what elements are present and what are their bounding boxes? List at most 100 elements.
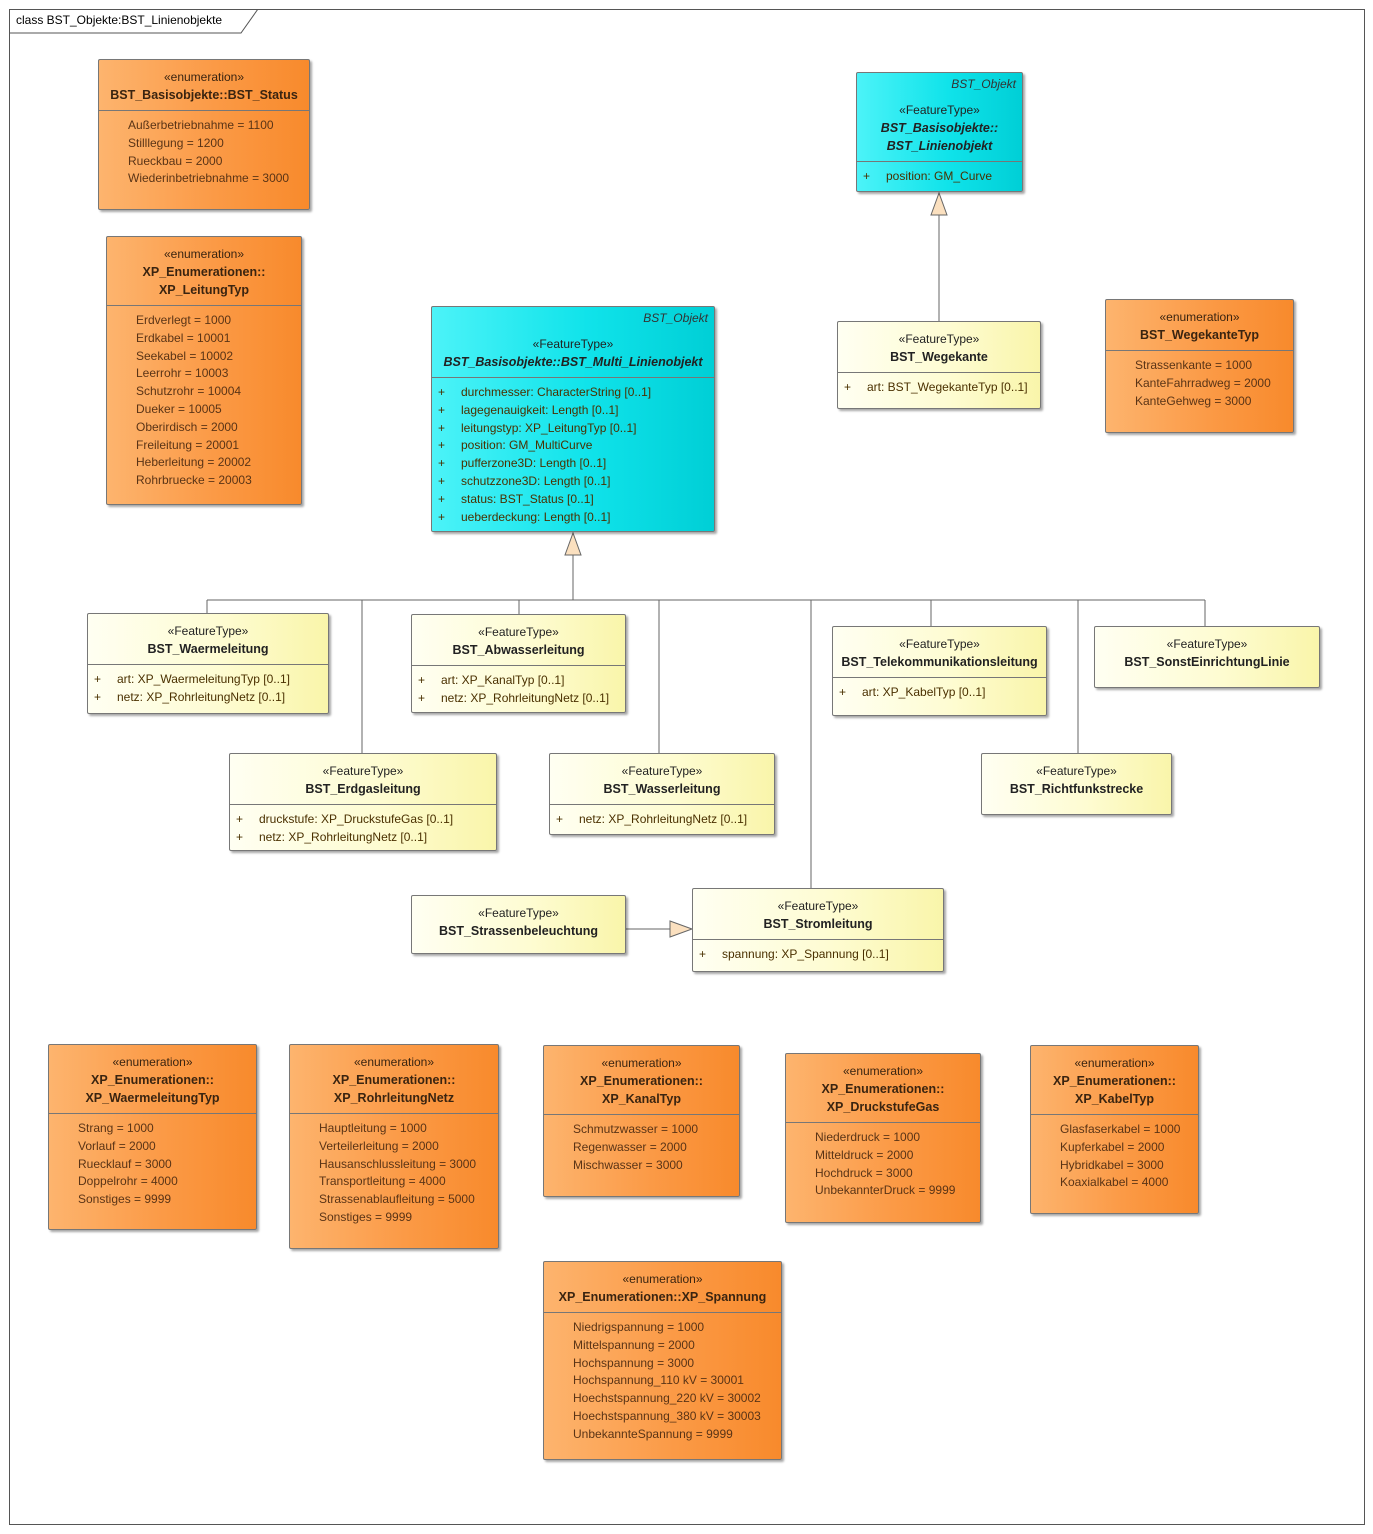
stereotype-label: «enumeration»: [112, 1055, 193, 1069]
stereotype-label: «FeatureType»: [621, 764, 703, 778]
class-header: «enumeration» XP_Enumerationen:: XP_Leit…: [107, 237, 301, 305]
class-name: BST_Richtfunkstrecke: [1009, 782, 1144, 796]
attribute-row: +spannung: XP_Spannung [0..1]: [693, 946, 943, 964]
class-name: XP_Enumerationen::: [332, 1073, 456, 1087]
class-bst-linienobjekt[interactable]: BST_Objekt «FeatureType» BST_Basisobjekt…: [856, 72, 1023, 192]
class-name: XP_Enumerationen::: [142, 265, 266, 279]
attribute-compartment: Strang = 1000 Vorlauf = 2000 Ruecklauf =…: [49, 1113, 256, 1215]
attribute-compartment: Schmutzwasser = 1000 Regenwasser = 2000 …: [544, 1114, 739, 1180]
class-header: BST_Objekt «FeatureType» BST_Basisobjekt…: [857, 73, 1022, 161]
class-bst-wegekante[interactable]: «FeatureType» BST_Wegekante +art: BST_We…: [837, 321, 1041, 409]
enum-literal: KanteFahrradweg = 2000: [1135, 375, 1271, 390]
stereotype-label: «FeatureType»: [532, 337, 614, 351]
enum-literal: Sonstiges = 9999: [78, 1192, 172, 1207]
attribute-row: +netz: XP_RohrleitungNetz [0..1]: [230, 829, 496, 847]
tagged-value: BST_Objekt: [951, 77, 1016, 91]
class-header: «FeatureType» BST_Waermeleitung: [88, 614, 328, 664]
class-bst-abwasserleitung[interactable]: «FeatureType» BST_Abwasserleitung +art: …: [411, 614, 626, 713]
class-name: BST_WegekanteTyp: [1139, 328, 1259, 342]
generalization-arrowhead-stromleitung: [669, 920, 694, 938]
enum-literal: Erdverlegt = 1000: [136, 313, 232, 327]
class-name: BST_Linienobjekt: [886, 139, 993, 153]
attribute-compartment: Strassenkante = 1000 KanteFahrradweg = 2…: [1106, 350, 1293, 416]
enum-literal: Hauptleitung = 1000: [319, 1121, 427, 1135]
attribute-row: +netz: XP_RohrleitungNetz [0..1]: [88, 689, 328, 707]
attribute-text: pufferzone3D: Length [0..1]: [461, 456, 607, 471]
generalization-arrowhead-linienobjekt: [930, 191, 948, 216]
stereotype-label: «enumeration»: [842, 1064, 924, 1078]
class-name: BST_Basisobjekte::: [880, 121, 999, 135]
class-name: XP_KanalTyp: [602, 1092, 681, 1106]
enum-literal: Glasfaserkabel = 1000: [1060, 1122, 1181, 1136]
class-name: XP_Enumerationen::: [580, 1074, 703, 1088]
attribute-text: netz: XP_RohrleitungNetz [0..1]: [441, 690, 610, 705]
class-xp-spannung[interactable]: «enumeration» XP_Enumerationen::XP_Spann…: [543, 1261, 782, 1460]
class-bst-status[interactable]: «enumeration» BST_Basisobjekte::BST_Stat…: [98, 59, 310, 210]
class-xp-leitungtyp[interactable]: «enumeration» XP_Enumerationen:: XP_Leit…: [106, 236, 302, 505]
enum-literal: Erdkabel = 10001: [136, 330, 231, 345]
visibility-marker: +: [438, 438, 446, 453]
enum-literal: Mittelspannung = 2000: [573, 1337, 695, 1352]
enum-literal: Schutzrohr = 10004: [136, 384, 242, 399]
enum-literal: Hochdruck = 3000: [815, 1165, 913, 1180]
attribute-row: +art: XP_WaermeleitungTyp [0..1]: [88, 671, 328, 689]
class-name: BST_Basisobjekte::BST_Status: [110, 88, 298, 102]
attribute-compartment: +spannung: XP_Spannung [0..1]: [693, 939, 943, 970]
attribute-text: spannung: XP_Spannung [0..1]: [722, 947, 889, 961]
class-xp-kanaltyp[interactable]: «enumeration» XP_Enumerationen:: XP_Kana…: [543, 1045, 740, 1197]
class-bst-multi-linienobjekt[interactable]: BST_Objekt «FeatureType» BST_Basisobjekt…: [431, 306, 715, 532]
enum-literal: Hoechstspannung_380 kV = 30003: [573, 1408, 761, 1423]
attribute-compartment: +art: XP_WaermeleitungTyp [0..1] +netz: …: [88, 664, 328, 713]
class-name: XP_WaermeleitungTyp: [85, 1091, 220, 1105]
class-bst-wasserleitung[interactable]: «FeatureType» BST_Wasserleitung +netz: X…: [549, 753, 775, 835]
enum-literal: Regenwasser = 2000: [573, 1139, 687, 1154]
class-name: BST_Wasserleitung: [603, 782, 721, 796]
class-xp-kabeltyp[interactable]: «enumeration» XP_Enumerationen:: XP_Kabe…: [1030, 1045, 1199, 1214]
attribute-compartment: Hauptleitung = 1000 Verteilerleitung = 2…: [290, 1113, 498, 1233]
diagram-title: class BST_Objekte:BST_Linienobjekte: [16, 13, 223, 27]
class-xp-waermeleitungtyp[interactable]: «enumeration» XP_Enumerationen:: XP_Waer…: [48, 1044, 257, 1230]
class-bst-richtfunkstrecke[interactable]: «FeatureType» BST_Richtfunkstrecke: [981, 753, 1172, 815]
enum-literal: Wiederinbetriebnahme = 3000: [128, 171, 290, 186]
attribute-compartment: +art: XP_KabelTyp [0..1]: [833, 677, 1046, 708]
class-bst-stromleitung[interactable]: «FeatureType» BST_Stromleitung +spannung…: [692, 888, 944, 972]
visibility-marker: +: [438, 420, 446, 435]
class-bst-strassenbeleuchtung[interactable]: «FeatureType» BST_Strassenbeleuchtung: [411, 895, 626, 954]
class-bst-wegekantetyp[interactable]: «enumeration» BST_WegekanteTyp Strassenk…: [1105, 299, 1294, 433]
class-name: BST_Erdgasleitung: [305, 782, 421, 796]
stereotype-label: «enumeration»: [601, 1056, 682, 1070]
class-bst-waermeleitung[interactable]: «FeatureType» BST_Waermeleitung +art: XP…: [87, 613, 329, 714]
class-header: BST_Objekt «FeatureType» BST_Basisobjekt…: [432, 307, 714, 377]
class-header: «enumeration» XP_Enumerationen:: XP_Rohr…: [290, 1045, 498, 1113]
enum-literal: UnbekannterDruck = 9999: [815, 1183, 956, 1198]
attribute-text: lagegenauigkeit: Length [0..1]: [461, 402, 619, 417]
class-bst-sonsteinrichtunglinie[interactable]: «FeatureType» BST_SonstEinrichtungLinie: [1094, 626, 1320, 688]
enum-literal: Transportleitung = 4000: [319, 1174, 446, 1189]
visibility-marker: +: [438, 491, 446, 506]
stereotype-label: «enumeration»: [1074, 1056, 1155, 1070]
generalization-arrowhead-multi-linienobjekt: [564, 531, 582, 556]
enum-literal: Sonstiges = 9999: [319, 1209, 413, 1224]
class-xp-druckstufegas[interactable]: «enumeration» XP_Enumerationen:: XP_Druc…: [785, 1053, 981, 1223]
stereotype-label: «FeatureType»: [478, 906, 559, 920]
enum-literal: Heberleitung = 20002: [136, 455, 252, 470]
diagram-frame: [9, 9, 1365, 1525]
class-bst-erdgasleitung[interactable]: «FeatureType» BST_Erdgasleitung +druckst…: [229, 753, 497, 851]
enum-literal: Oberirdisch = 2000: [136, 419, 238, 434]
enum-literal: Strassenablaufleitung = 5000: [319, 1192, 475, 1207]
attribute-compartment: +netz: XP_RohrleitungNetz [0..1]: [550, 804, 774, 834]
attribute-row: +status: BST_Status [0..1]: [432, 491, 714, 509]
frame-tab-outline: [9, 9, 259, 34]
visibility-marker: +: [418, 673, 426, 687]
attribute-row: +lagegenauigkeit: Length [0..1]: [432, 402, 714, 420]
class-header: «FeatureType» BST_Wegekante: [838, 322, 1040, 372]
visibility-marker: +: [839, 685, 847, 699]
class-bst-telekommunikationsleitung[interactable]: «FeatureType» BST_Telekommunikationsleit…: [832, 626, 1047, 716]
attribute-compartment: Erdverlegt = 1000 Erdkabel = 10001 Seeka…: [107, 305, 301, 496]
class-xp-rohrleitungnetz[interactable]: «enumeration» XP_Enumerationen:: XP_Rohr…: [289, 1044, 499, 1249]
stereotype-label: «FeatureType»: [899, 637, 980, 651]
attribute-row: +art: XP_KabelTyp [0..1]: [833, 684, 1046, 702]
enum-literal: Schmutzwasser = 1000: [573, 1122, 699, 1136]
attribute-row: +position: GM_Curve: [857, 168, 1022, 186]
